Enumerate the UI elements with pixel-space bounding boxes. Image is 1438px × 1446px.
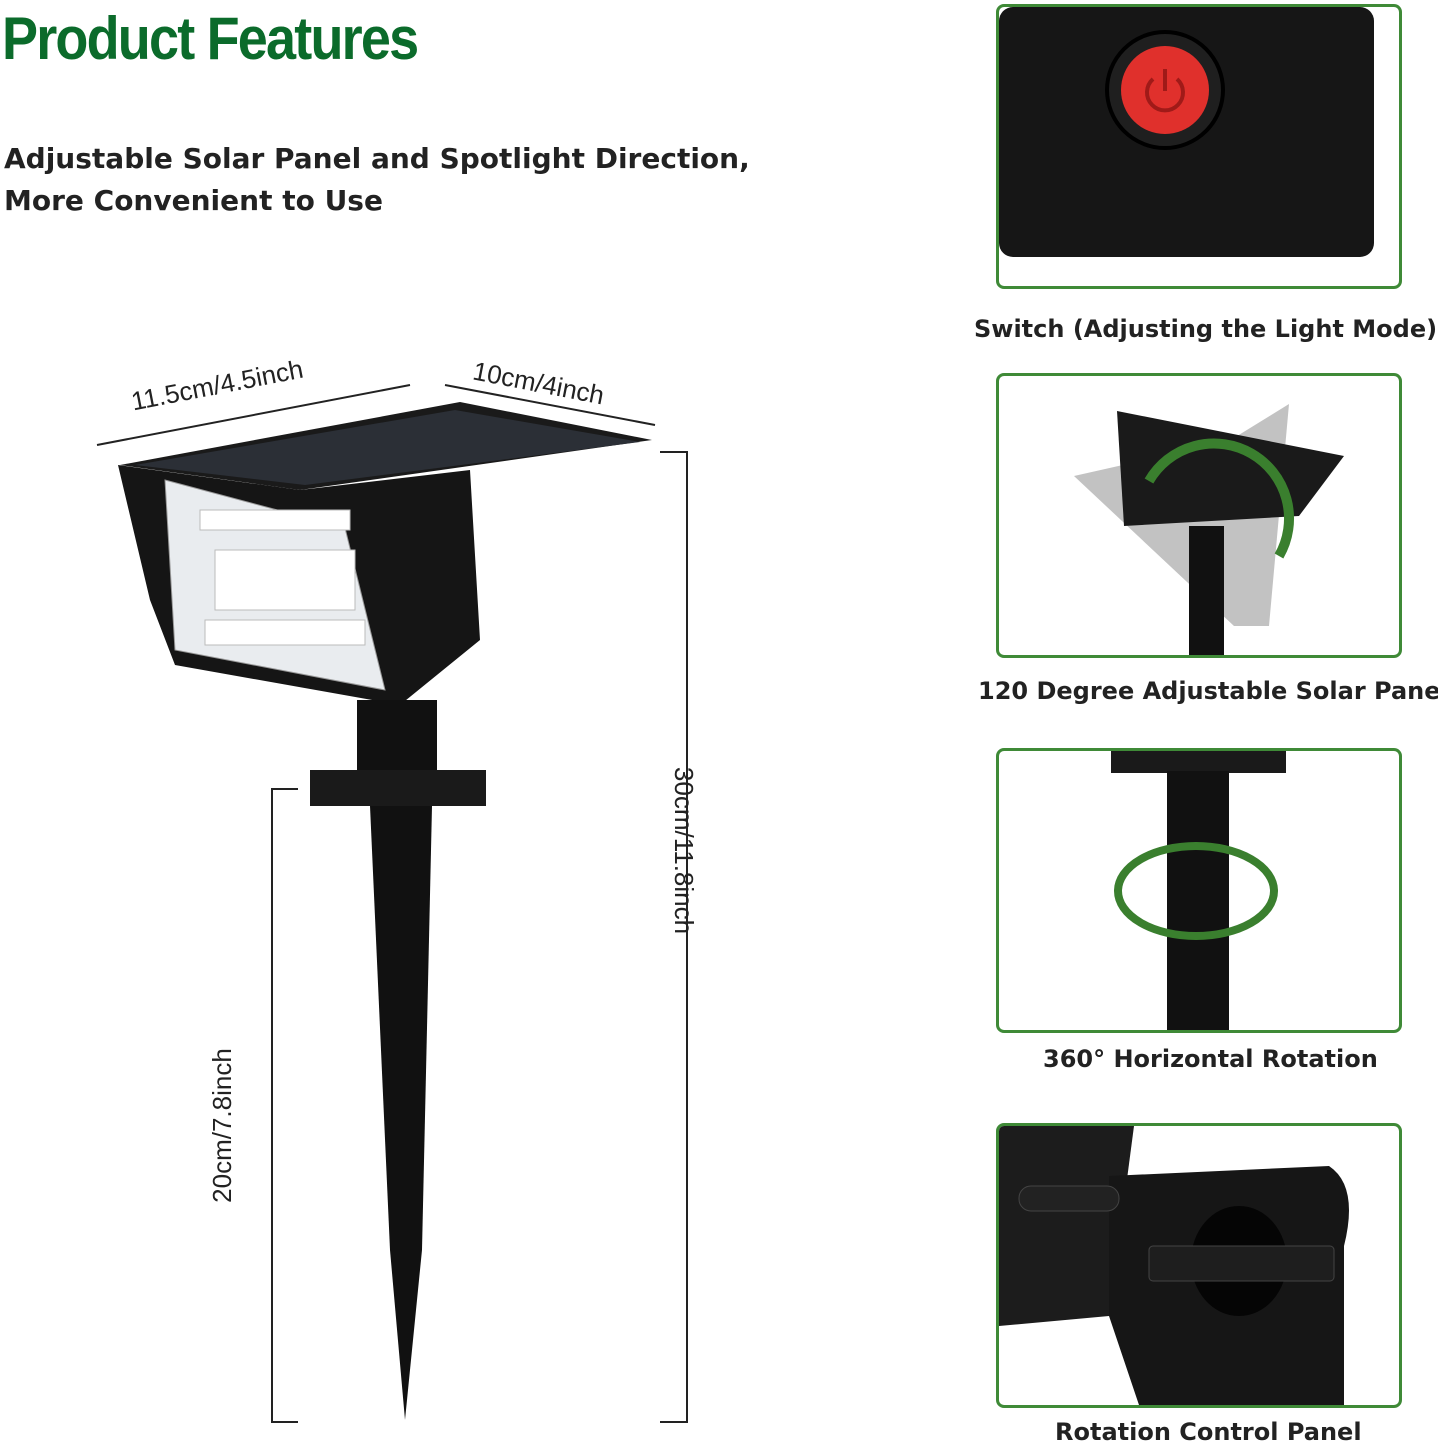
height-dimension: 30cm/11.8inch	[669, 766, 700, 935]
feature-panel-control	[996, 1123, 1402, 1408]
rotate-arrow-icon	[1114, 842, 1278, 940]
subtitle-line-1: Adjustable Solar Panel and Spotlight Dir…	[4, 142, 750, 175]
caption-control: Rotation Control Panel	[1055, 1418, 1362, 1446]
subtitle-line-2: More Convenient to Use	[4, 184, 383, 217]
subtitle: Adjustable Solar Panel and Spotlight Dir…	[4, 138, 750, 222]
page-title: Product Features	[2, 5, 419, 72]
product-illustration	[96, 384, 688, 1423]
rotate-arrow-icon	[1144, 438, 1294, 559]
feature-panel-switch	[996, 4, 1402, 289]
feature-panel-solar-tilt	[996, 373, 1402, 658]
stake-dimension: 20cm/7.8inch	[206, 1048, 237, 1203]
caption-rotation: 360° Horizontal Rotation	[1043, 1045, 1378, 1073]
feature-panel-rotation	[996, 748, 1402, 1033]
caption-switch: Switch (Adjusting the Light Mode)	[974, 315, 1438, 343]
caption-solar-tilt: 120 Degree Adjustable Solar Panel	[978, 677, 1438, 705]
